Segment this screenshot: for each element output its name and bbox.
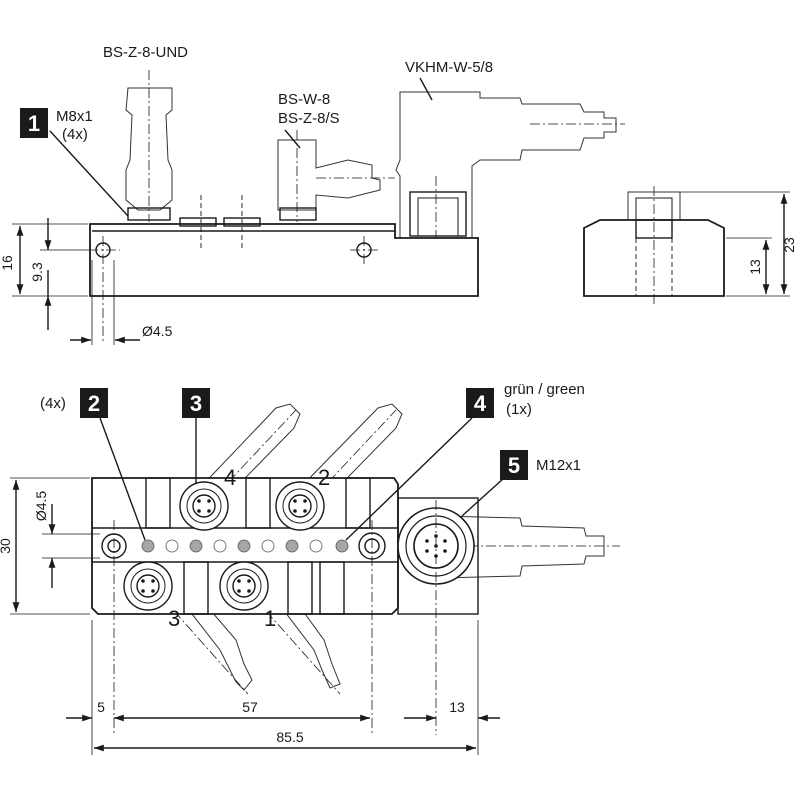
label-bs-z-8-und: BS-Z-8-UND [103, 44, 188, 61]
dim-5: 5 [97, 699, 105, 715]
m12-port [397, 500, 475, 735]
label-gruen-green: grün / green [504, 381, 585, 398]
straight-connector-bs-z-8-und [125, 70, 173, 222]
led-2 [165, 539, 179, 553]
side-view: 16 9.3 Ø4.5 [0, 70, 625, 345]
dim-16: 16 [0, 255, 15, 271]
label-green-count: (1x) [506, 401, 532, 418]
m8-port-1 [219, 561, 269, 611]
led-7 [285, 539, 299, 553]
led-3 [189, 539, 203, 553]
svg-text:1: 1 [28, 111, 40, 136]
port-number-4: 4 [224, 465, 236, 490]
label-m8x1-count: (4x) [62, 126, 88, 143]
m8-port-2 [275, 481, 325, 531]
label-m12x1: M12x1 [536, 457, 581, 474]
svg-text:3: 3 [190, 391, 202, 416]
m8-port-4 [179, 481, 229, 531]
svg-text:4: 4 [474, 391, 487, 416]
label-m8x1: M8x1 [56, 108, 93, 125]
dim-9-3: 9.3 [29, 262, 45, 282]
m8-port-3 [123, 561, 173, 611]
led-1 [141, 539, 155, 553]
badge-3: 3 [182, 388, 210, 418]
port-number-3: 3 [168, 606, 180, 631]
label-led-count: (4x) [40, 395, 66, 412]
led-4 [213, 539, 227, 553]
angled-connector-bs-w-8 [277, 130, 395, 222]
led-5 [237, 539, 251, 553]
end-view: 23 13 [583, 186, 797, 304]
led-8 [309, 539, 323, 553]
dim-13-end: 13 [747, 259, 763, 275]
dim-23: 23 [781, 237, 797, 253]
dim-30: 30 [0, 538, 13, 554]
svg-text:2: 2 [88, 391, 100, 416]
port-number-2: 2 [318, 465, 330, 490]
dim-13-m12: 13 [449, 699, 465, 715]
top-view: 4 2 3 1 30 Ø4.5 5 57 13 85.5 [0, 403, 620, 755]
label-bs-z-8-s: BS-Z-8/S [278, 110, 340, 127]
led-green [335, 539, 349, 553]
dim-hole-top: Ø4.5 [33, 491, 49, 522]
dim-85-5: 85.5 [276, 729, 303, 745]
dim-hole-side: Ø4.5 [142, 323, 173, 339]
side-housing [89, 223, 479, 297]
label-bs-w-8: BS-W-8 [278, 91, 330, 108]
badge-4: 4 [466, 388, 494, 418]
led-row [141, 539, 349, 553]
label-vkhm: VKHM-W-5/8 [405, 59, 493, 76]
led-6 [261, 539, 275, 553]
badge-5: 5 [500, 450, 528, 480]
badge-2: 2 [80, 388, 108, 418]
badge-1: 1 [20, 108, 48, 138]
port-number-1: 1 [264, 606, 276, 631]
svg-text:5: 5 [508, 453, 520, 478]
dim-57: 57 [242, 699, 258, 715]
